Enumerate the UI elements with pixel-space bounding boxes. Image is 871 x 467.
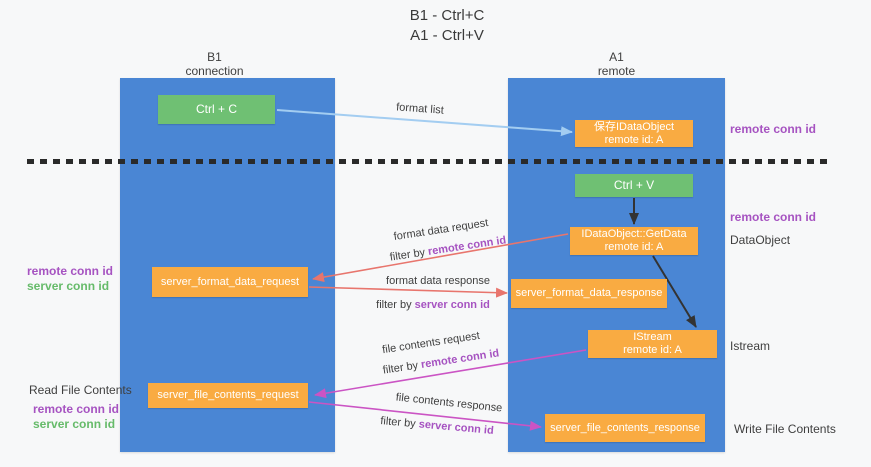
left-label-remote-conn-id-2: remote conn id (33, 402, 120, 416)
remote-conn-id-highlight: remote conn id (420, 347, 500, 371)
right-label-write-file-contents: Write File Contents (734, 422, 836, 436)
node-server-format-data-response: server_format_data_response (511, 279, 667, 308)
filter-by-text: filter by (389, 246, 426, 264)
label-format-list: format list (395, 101, 445, 117)
right-label-remote-conn-id-2: remote conn id (730, 210, 817, 224)
node-save-idataobject: 保存IDataObject remote id: A (575, 120, 693, 147)
node-getdata-line1: IDataObject::GetData (581, 228, 687, 240)
node-server-format-data-request-label: server_format_data_request (160, 275, 300, 288)
node-server-file-contents-response-label: server_file_contents_response (550, 421, 700, 434)
lane-a1-subtitle: remote (597, 64, 636, 78)
node-server-format-data-request: server_format_data_request (152, 267, 308, 297)
diagram-title-line1: B1 - Ctrl+C (409, 7, 485, 24)
phase-separator-dashed-line (27, 159, 830, 164)
lane-a1-name: A1 (609, 50, 624, 64)
node-server-file-contents-request-label: server_file_contents_request (157, 389, 299, 401)
lane-header-a1: A1 remote (508, 50, 725, 78)
left-label-read-file-contents: Read File Contents (29, 383, 132, 397)
label-file-contents-response-filter: filter by server conn id (380, 415, 494, 437)
node-istream: IStream remote id: A (588, 330, 717, 358)
diagram-title: B1 - Ctrl+C A1 - Ctrl+V (297, 6, 597, 46)
left-label-remote-conn-id-1: remote conn id (27, 264, 114, 278)
node-ctrl-v-label: Ctrl + V (613, 178, 655, 192)
right-label-istream: Istream (730, 339, 771, 353)
server-conn-id-highlight: server conn id (418, 418, 495, 437)
diagram-title-line2: A1 - Ctrl+V (410, 27, 484, 44)
left-label-server-conn-id-1: server conn id (27, 279, 110, 293)
right-label-dataobject: DataObject (730, 233, 791, 247)
node-ctrl-v: Ctrl + V (575, 174, 693, 197)
lane-b1-name: B1 (207, 50, 222, 64)
node-istream-line2: remote id: A (623, 344, 682, 356)
filter-by-text: filter by (379, 415, 417, 431)
left-label-server-conn-id-2: server conn id (33, 417, 116, 431)
remote-conn-id-highlight: remote conn id (427, 234, 507, 258)
node-ctrl-c: Ctrl + C (158, 95, 275, 124)
arrow-format-data-response (308, 286, 508, 298)
label-format-data-response: format data response (386, 275, 490, 287)
node-save-idataobject-line1: 保存IDataObject (593, 120, 675, 133)
node-server-file-contents-response: server_file_contents_response (545, 414, 705, 442)
node-server-format-data-response-label: server_format_data_response (515, 287, 663, 299)
lane-header-b1: B1 connection (107, 50, 322, 78)
node-ctrl-c-label: Ctrl + C (195, 102, 237, 116)
server-conn-id-highlight: server conn id (414, 299, 490, 311)
node-getdata-line2: remote id: A (604, 241, 664, 253)
filter-by-text: filter by (376, 299, 412, 311)
node-server-file-contents-request: server_file_contents_request (148, 383, 308, 408)
label-file-contents-response: file contents response (395, 391, 503, 415)
node-istream-line1: IStream (633, 331, 672, 343)
node-save-idataobject-line2: remote id: A (604, 133, 664, 146)
lane-b1-subtitle: connection (185, 64, 244, 78)
label-format-data-response-filter: filter by server conn id (376, 299, 490, 311)
filter-by-text: filter by (382, 359, 419, 377)
node-idataobject-getdata: IDataObject::GetData remote id: A (570, 227, 698, 255)
right-label-remote-conn-id-1: remote conn id (730, 122, 817, 136)
